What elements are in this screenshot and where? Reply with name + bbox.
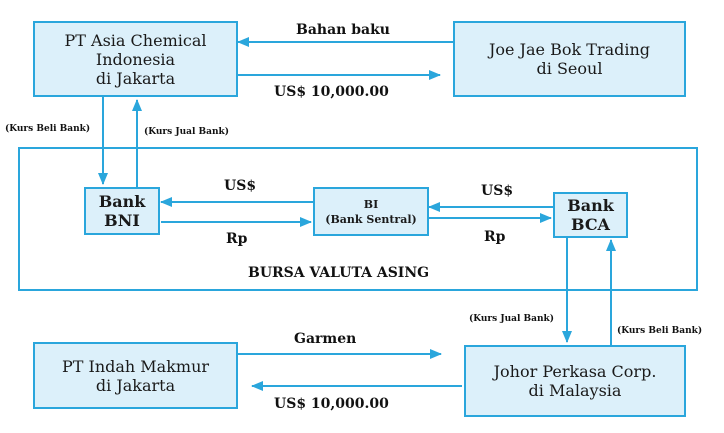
label-rp-bni-bi: Rp (226, 231, 248, 247)
pt-indah-line1: PT Indah Makmur (61, 356, 210, 376)
pt-asia-line2: Indonesia (95, 49, 176, 69)
johor-line1: Johor Perkasa Corp. (493, 362, 657, 381)
pt-asia-line1: PT Asia Chemical (64, 30, 207, 50)
bank-bni-node: Bank BNI (84, 187, 160, 235)
pt-asia-chemical-node: PT Asia Chemical Indonesia di Jakarta (33, 21, 238, 97)
bi-bank-sentral-node: BI (Bank Sentral) (313, 187, 429, 236)
label-kurs-jual-bca: (Kurs Jual Bank) (469, 314, 555, 324)
johor-perkasa-node: Johor Perkasa Corp. di Malaysia (464, 345, 686, 417)
joe-jae-line1: Joe Jae Bok Trading (488, 40, 651, 59)
label-usd-bi-bni: US$ (224, 178, 257, 194)
label-bahan-baku: Bahan baku (296, 22, 390, 38)
bank-bca-node: Bank BCA (553, 192, 628, 238)
label-garmen: Garmen (294, 331, 357, 347)
label-usd-bottom: US$ 10,000.00 (274, 396, 389, 412)
johor-line2: di Malaysia (528, 381, 622, 400)
label-kurs-jual-bni: (Kurs Jual Bank) (144, 127, 230, 137)
bi-line2: (Bank Sentral) (325, 212, 417, 226)
pt-indah-makmur-node: PT Indah Makmur di Jakarta (33, 342, 238, 409)
label-rp-bi-bca: Rp (484, 229, 506, 245)
label-usd-bca-bi: US$ (481, 183, 514, 199)
pt-indah-line2: di Jakarta (95, 375, 176, 395)
market-frame (18, 147, 698, 291)
joe-jae-bok-node: Joe Jae Bok Trading di Seoul (453, 21, 686, 97)
bank-bca-line2: BCA (571, 215, 610, 234)
pt-asia-line3: di Jakarta (95, 68, 176, 88)
bank-bni-line1: Bank (98, 192, 146, 211)
label-kurs-beli-bca: (Kurs Beli Bank) (617, 326, 703, 336)
market-title: BURSA VALUTA ASING (248, 265, 430, 281)
joe-jae-line2: di Seoul (536, 59, 603, 78)
label-usd-top: US$ 10,000.00 (274, 84, 389, 100)
label-kurs-beli-bni: (Kurs Beli Bank) (5, 124, 91, 134)
bi-line1: BI (363, 197, 379, 211)
bank-bni-line2: BNI (104, 211, 140, 230)
bank-bca-line1: Bank (567, 196, 614, 215)
